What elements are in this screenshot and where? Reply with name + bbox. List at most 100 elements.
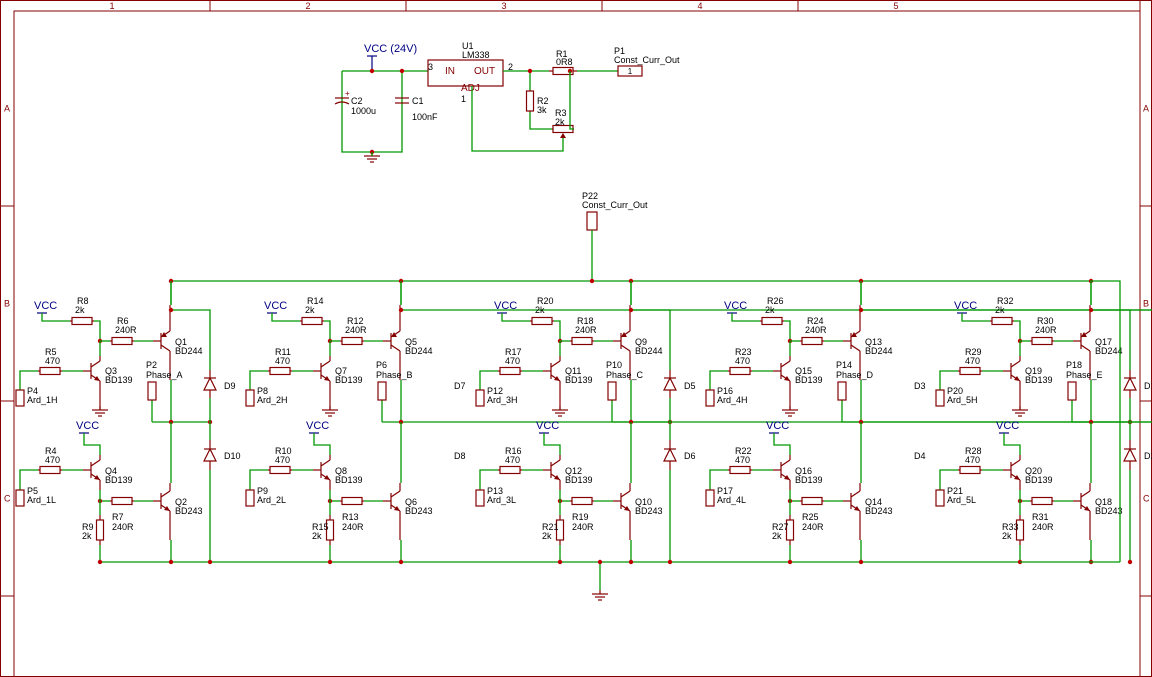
connector-body — [617, 65, 643, 77]
wire — [1014, 320, 1021, 341]
vcc-label: VCC (24V) — [364, 43, 417, 55]
r3-value: 2k — [555, 117, 565, 127]
emitter-arrow — [394, 506, 400, 511]
junction-dot — [628, 559, 634, 565]
vcc-label: VCC — [996, 420, 1019, 432]
wire — [961, 313, 990, 322]
wire — [471, 86, 564, 152]
wire — [709, 469, 728, 490]
row-label: A — [1143, 104, 1149, 114]
q-ld-ref: Q4 — [105, 466, 117, 476]
r-hin-value: 470 — [965, 356, 980, 366]
row-label: A — [4, 104, 10, 114]
transistor-leg — [390, 490, 401, 498]
resistor-high-input — [729, 366, 751, 376]
c1-ref: C1 — [412, 96, 424, 106]
wire — [529, 112, 552, 130]
wire — [939, 469, 958, 490]
d-top-ref: D7 — [454, 381, 466, 391]
r-pd-ref: R21 — [542, 522, 559, 532]
connector-phase — [1067, 381, 1077, 401]
q-hi-value: BD244 — [865, 346, 893, 356]
r-top-value: 2k — [765, 305, 775, 315]
phase-value: Phase_A — [146, 370, 183, 380]
connector-ard-low — [475, 489, 485, 507]
q-lo-ref: Q10 — [635, 497, 652, 507]
wire — [569, 71, 574, 130]
r-hb-value: 240R — [805, 325, 827, 335]
resistor-pullup — [301, 316, 323, 326]
q-hi-value: BD244 — [175, 346, 203, 356]
d-bot-ref: D4 — [914, 451, 926, 461]
phase-value: Phase_B — [376, 370, 413, 380]
wire — [543, 433, 561, 455]
junction-dot — [667, 559, 673, 565]
r-lin-ref: R10 — [275, 446, 292, 456]
r-top-ref: R20 — [537, 296, 554, 306]
q-lo-ref: Q2 — [175, 497, 187, 507]
q-ld-ref: Q8 — [335, 466, 347, 476]
row-label: C — [1143, 494, 1150, 504]
p1-value: Const_Curr_Out — [614, 55, 680, 65]
emitter-arrow — [784, 475, 790, 480]
transistor-leg — [780, 360, 791, 368]
r-lin-ref: R16 — [505, 446, 522, 456]
resistor-high-base — [111, 336, 133, 346]
q-hd-value: BD139 — [795, 375, 823, 385]
r-pd-value: 2k — [542, 531, 552, 541]
junction-dot — [97, 559, 103, 565]
q-ld-value: BD139 — [565, 475, 593, 485]
vcc-label: VCC — [536, 420, 559, 432]
r-lin-value: 470 — [735, 455, 750, 465]
wire — [731, 313, 760, 322]
wire — [94, 320, 101, 341]
junction-dot — [527, 68, 533, 74]
emitter-arrow — [554, 376, 560, 381]
junction-dot — [399, 68, 405, 74]
q-lo-ref: Q6 — [405, 497, 417, 507]
q-hd-ref: Q11 — [565, 366, 581, 376]
junction-dot — [1088, 307, 1094, 313]
q-lo-ref: Q14 — [865, 497, 882, 507]
r-hin-value: 470 — [505, 356, 520, 366]
emitter-arrow — [1081, 332, 1087, 337]
pin-number: 1 — [461, 94, 466, 104]
r-lb-ref: R31 — [1032, 512, 1049, 522]
r-hin-value: 470 — [45, 356, 60, 366]
emitter-arrow — [1084, 506, 1090, 511]
transistor-low-driver — [773, 455, 791, 490]
wire — [83, 433, 101, 455]
r-hb-value: 240R — [115, 325, 137, 335]
pin-number: 3 — [428, 62, 433, 72]
resistor-low-base — [111, 496, 133, 506]
transistor-low-side — [153, 483, 171, 540]
junction-dot — [207, 559, 213, 565]
q-ld-ref: Q16 — [795, 466, 812, 476]
r-pd-value: 2k — [82, 531, 92, 541]
p-hi-ref: P16 — [717, 386, 733, 396]
phase-ref: P18 — [1066, 360, 1082, 370]
wire — [271, 313, 300, 322]
emitter-arrow — [624, 506, 630, 511]
q-lo-value: BD243 — [865, 506, 893, 516]
transistor-leg — [160, 344, 171, 352]
resistor-high-input — [499, 366, 521, 376]
d-top-ref: D3 — [914, 381, 926, 391]
connector-ard-low — [705, 489, 715, 507]
resistor-pullup — [71, 316, 93, 326]
transistor-high-driver — [543, 356, 561, 410]
junction-dot — [597, 559, 603, 565]
junction-dot — [327, 559, 333, 565]
r-hin-ref: R29 — [965, 347, 982, 357]
wire — [41, 313, 70, 322]
r2-ref: R2 — [537, 96, 549, 106]
emitter-arrow — [324, 376, 330, 381]
transistor-low-driver — [313, 455, 331, 490]
r1-ref: R1 — [556, 49, 568, 59]
resistor-low-input — [499, 465, 521, 475]
resistor-pullup — [991, 316, 1013, 326]
